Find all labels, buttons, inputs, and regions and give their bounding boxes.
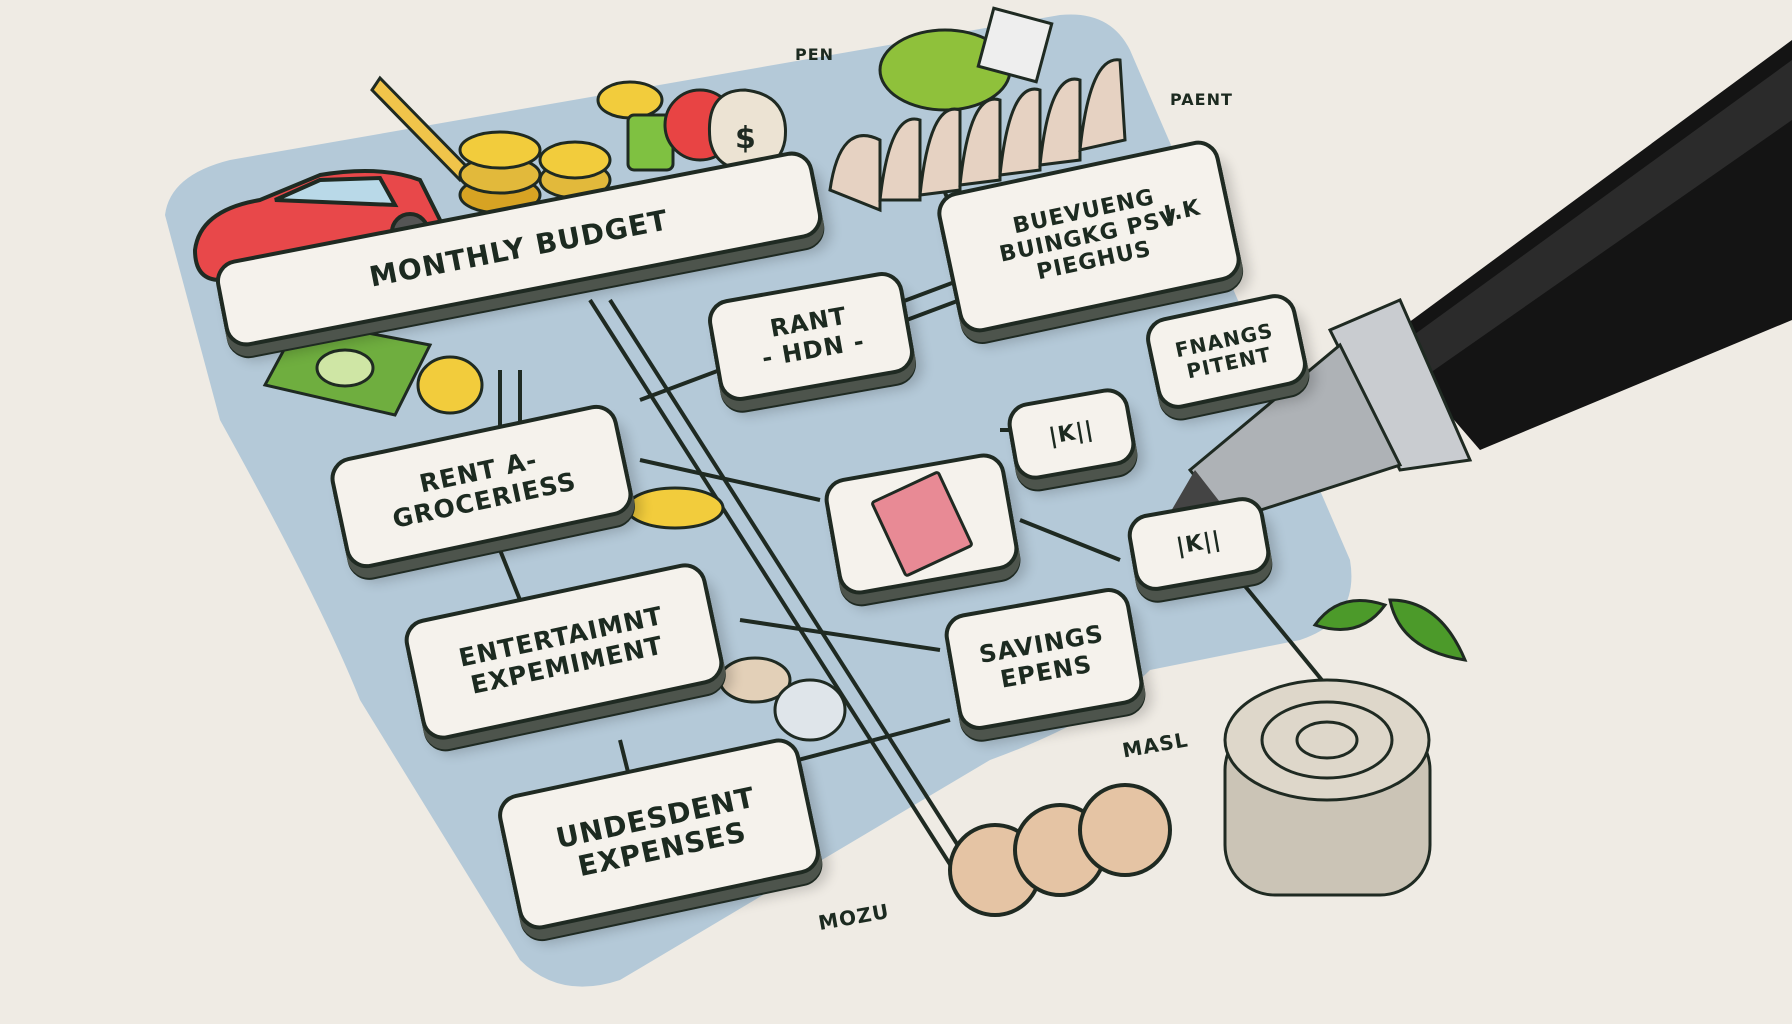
buevueng-mark: I.K: [1162, 195, 1204, 228]
leaf-icon: [1312, 598, 1468, 662]
pen-icon: [1160, 40, 1792, 530]
coin-icon: [718, 656, 792, 704]
coin-icon: [773, 678, 847, 742]
coin-icon: [625, 486, 725, 530]
coins-icon: [948, 783, 1172, 917]
tape-roll-icon: [1223, 678, 1432, 897]
tally-2-label: |K||: [1174, 527, 1224, 561]
credit-card-icon: [869, 469, 974, 579]
note-pen: PEN: [795, 45, 835, 64]
binder-coil-icon: [828, 6, 1127, 213]
note-paent: PAENT: [1170, 90, 1233, 109]
svg-text:$: $: [735, 121, 756, 156]
tally-1-label: |K||: [1047, 417, 1096, 451]
cash-bills-icon: [262, 318, 484, 417]
